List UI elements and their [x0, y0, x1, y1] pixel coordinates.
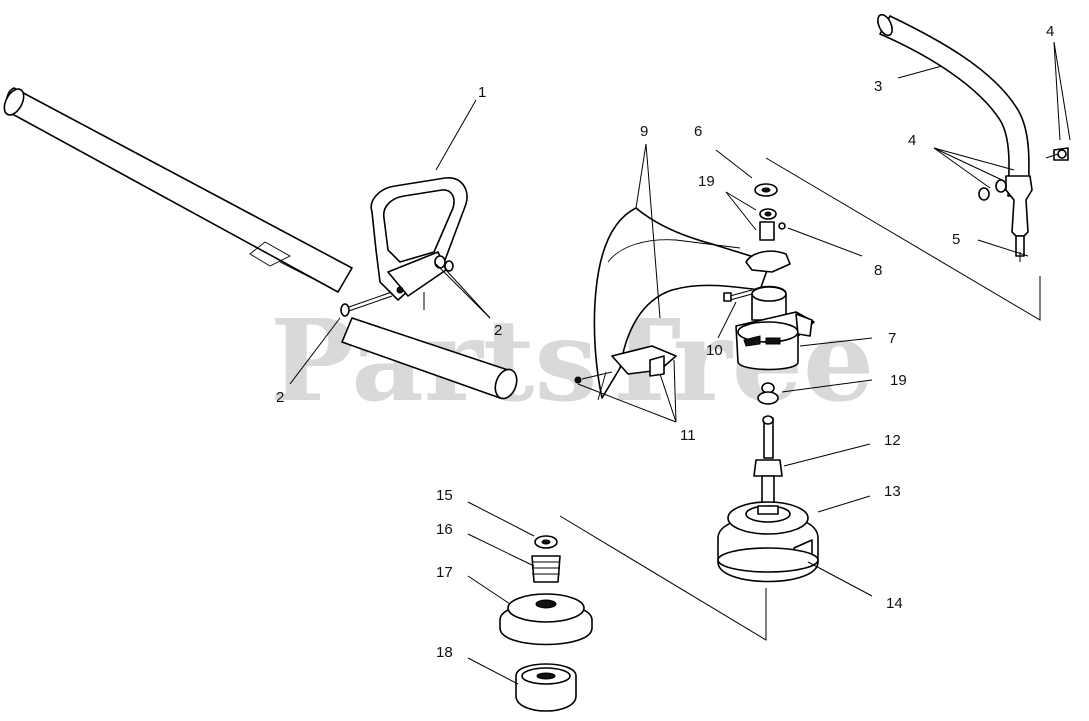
- bump-head: [499, 535, 593, 712]
- drive-cup: [717, 501, 819, 583]
- upper-shaft: [3, 87, 353, 293]
- callout-4-top: 4: [1046, 23, 1054, 40]
- callout-16: 16: [436, 521, 453, 538]
- callout-17: 17: [436, 564, 453, 581]
- callout-15: 15: [436, 487, 453, 504]
- callout-9: 9: [640, 123, 648, 140]
- lower-shaft: [341, 317, 518, 400]
- leader-lines: [289, 41, 1071, 685]
- callout-10: 10: [706, 342, 723, 359]
- bolt: [340, 291, 393, 317]
- callout-labels: 1 2 2 3 4 4 5 6 7 8 9 10 11 12 13 14 15 …: [276, 23, 1054, 661]
- handle: [370, 177, 468, 310]
- callout-6: 6: [694, 123, 702, 140]
- callout-8: 8: [874, 262, 882, 279]
- screw: [723, 289, 753, 302]
- callout-11: 11: [680, 427, 696, 444]
- guard: [574, 207, 771, 401]
- callout-18: 18: [436, 644, 453, 661]
- callout-19-lower: 19: [890, 372, 907, 389]
- callout-14: 14: [886, 595, 903, 612]
- callout-13: 13: [884, 483, 901, 500]
- callout-5: 5: [952, 231, 960, 248]
- callout-2-right: 2: [494, 322, 502, 339]
- callout-1: 1: [478, 84, 486, 101]
- bent-shaft: [877, 13, 1069, 262]
- callout-7: 7: [888, 330, 896, 347]
- drive-shaft: [753, 415, 783, 505]
- lower-washer: [757, 382, 779, 405]
- callout-19-upper: 19: [698, 173, 715, 190]
- callout-4-mid: 4: [908, 132, 916, 149]
- callout-12: 12: [884, 432, 901, 449]
- upper-washers: [745, 183, 791, 273]
- callout-2-left: 2: [276, 389, 284, 406]
- gear-head: [735, 285, 815, 371]
- callout-3: 3: [874, 78, 882, 95]
